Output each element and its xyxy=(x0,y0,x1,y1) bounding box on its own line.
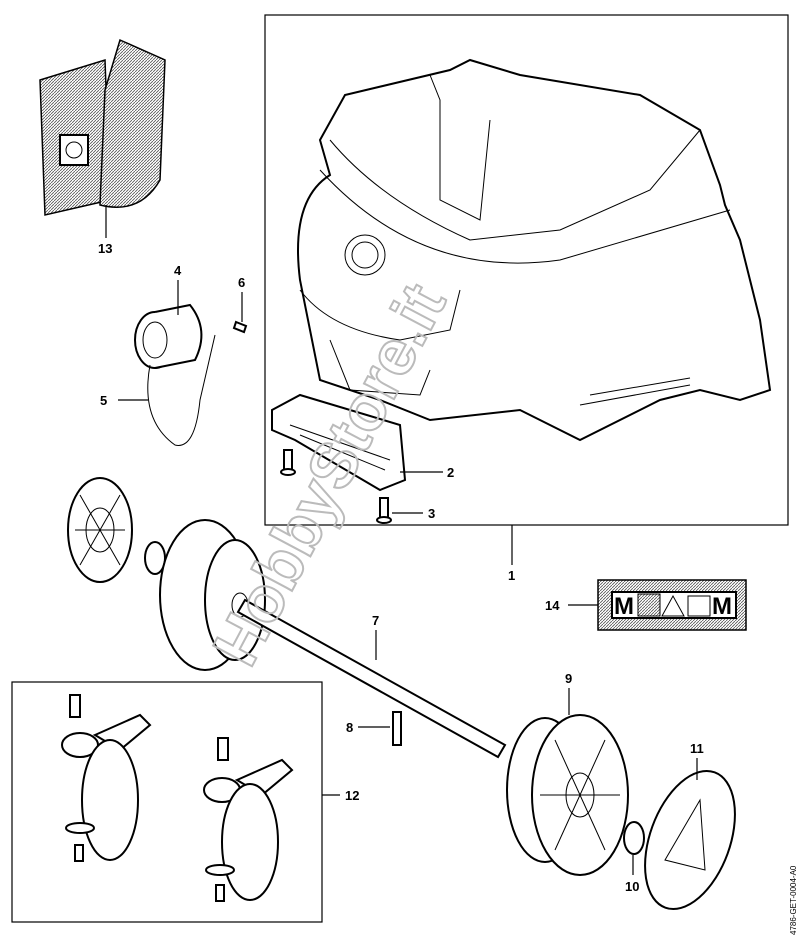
cap-part xyxy=(134,303,203,369)
callout-8: 8 xyxy=(346,720,353,735)
manual-book-icon xyxy=(687,595,711,617)
warning-label-part: M M xyxy=(597,579,747,631)
callout-1: 1 xyxy=(508,568,515,583)
callout-14: 14 xyxy=(545,598,560,613)
warning-triangle-icon xyxy=(661,594,685,617)
callout-7: 7 xyxy=(372,613,379,628)
drawing-code: 4786-GET-0004-A0 xyxy=(789,865,798,935)
retaining-ring-right-part xyxy=(623,821,645,855)
screw-part xyxy=(280,449,392,524)
callout-2: 2 xyxy=(447,465,454,480)
container-part xyxy=(297,58,772,442)
wheel-left-part xyxy=(159,519,266,671)
callout-4: 4 xyxy=(174,263,182,278)
sticker-letter-left: M xyxy=(614,593,634,620)
callout-11: 11 xyxy=(690,741,704,756)
hubcap-right-part xyxy=(644,769,736,911)
callout-12: 12 xyxy=(345,788,359,803)
caster-part xyxy=(61,694,152,862)
callout-6: 6 xyxy=(238,275,245,290)
bolt-part xyxy=(392,711,402,746)
filter-bag-part xyxy=(39,38,166,216)
caster-part xyxy=(203,737,294,902)
callout-3: 3 xyxy=(428,506,435,521)
callout-10: 10 xyxy=(625,879,639,894)
callout-13: 13 xyxy=(98,241,112,256)
bumper-part xyxy=(271,393,407,492)
leader-lines xyxy=(105,205,698,875)
callout-9: 9 xyxy=(565,671,572,686)
container-group-box xyxy=(264,14,789,526)
hubcap-left-part xyxy=(67,477,133,583)
caster-group-box xyxy=(11,681,323,923)
callout-5: 5 xyxy=(100,393,107,408)
small-screw-part xyxy=(232,320,248,334)
cap-strap-part xyxy=(147,334,216,446)
axle-part xyxy=(236,598,507,759)
wheel-right-part xyxy=(506,714,629,876)
sticker-letter-right: M xyxy=(712,593,732,620)
